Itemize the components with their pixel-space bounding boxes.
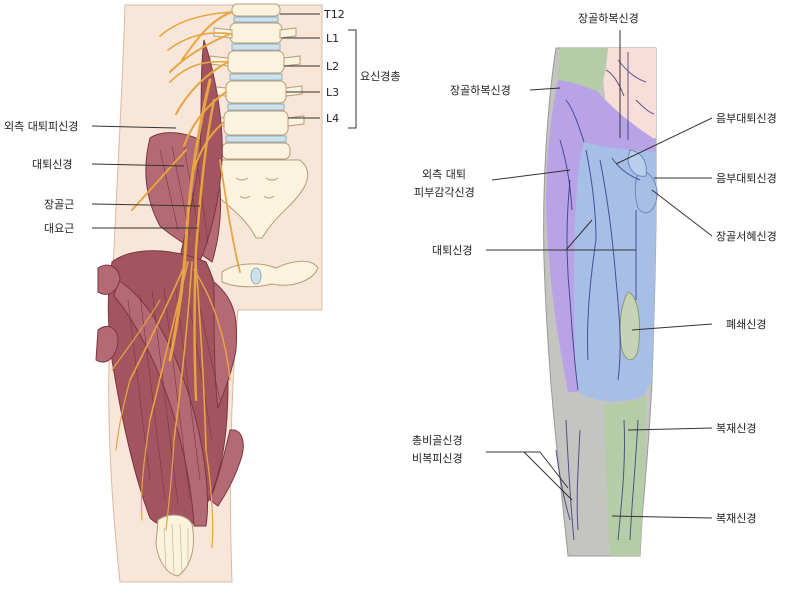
label-femoral-nerve-right: 대퇴신경 xyxy=(432,244,472,257)
label-l3: L3 xyxy=(326,86,339,99)
vertebra-l4 xyxy=(223,110,289,136)
pubic-symphysis xyxy=(250,267,262,285)
cutaneous-nerve-lines xyxy=(555,52,655,541)
vertebra-l3 xyxy=(225,80,287,104)
region-genitofemoral xyxy=(634,169,658,214)
sartorius-muscle xyxy=(113,279,209,527)
right-dermatome-panel: 장골하복신경 장골하복신경 외측 대퇴 피부감각신경 대퇴신경 총비골신경 비복… xyxy=(412,11,777,557)
region-obturator xyxy=(619,291,641,361)
label-genitofemoral-1: 음부대퇴신경 xyxy=(716,112,777,125)
label-obturator: 폐쇄신경 xyxy=(726,318,766,331)
region-green-top xyxy=(558,48,608,92)
left-anatomy-panel: T12 L1 L2 L3 L4 요신경총 외측 대퇴피신경 대퇴신경 장골근 대… xyxy=(4,3,400,583)
label-sural-cutaneous: 비복피신경 xyxy=(412,452,463,465)
label-saphenous-2: 복재신경 xyxy=(716,512,756,525)
label-iliohypogastric-left: 장골하복신경 xyxy=(450,83,511,97)
label-iliacus: 장골근 xyxy=(44,198,74,211)
label-psoas-major: 대요근 xyxy=(44,222,74,235)
vertebra-l5 xyxy=(221,142,291,160)
region-purple xyxy=(546,80,656,392)
disc xyxy=(225,135,287,143)
label-lateral-femoral-2: 피부감각신경 xyxy=(414,186,475,199)
label-lateral-femoral-1: 외측 대퇴 xyxy=(422,168,466,181)
adductor-muscle xyxy=(213,280,238,409)
pubis-hip-joint xyxy=(221,260,319,288)
label-ilioinguinal: 장골서혜신경 xyxy=(716,230,777,243)
knee-side-muscle xyxy=(95,326,119,363)
label-l1: L1 xyxy=(326,32,339,45)
patellar-tendon-lines xyxy=(163,523,189,575)
disc xyxy=(227,103,285,111)
region-saphenous-green xyxy=(604,396,646,556)
disc xyxy=(229,73,283,81)
label-lateral-femoral-cutaneous: 외측 대퇴피신경 xyxy=(4,120,78,133)
vertebra-l2 xyxy=(227,50,285,74)
label-iliohypogastric-top: 장골하복신경 xyxy=(578,11,639,25)
right-leader-lines xyxy=(486,30,713,519)
gracilis-tendon xyxy=(209,429,244,507)
muscle-fibres xyxy=(127,145,221,506)
label-lumbar-plexus: 요신경총 xyxy=(360,70,400,83)
disc xyxy=(233,16,279,23)
vertebra-l1 xyxy=(229,22,283,44)
label-t12: T12 xyxy=(323,8,345,21)
left-leader-lines xyxy=(91,13,357,229)
label-genitofemoral-2: 음부대퇴신경 xyxy=(716,172,777,185)
sacrum-foramina xyxy=(235,177,279,199)
label-saphenous-1: 복재신경 xyxy=(716,422,756,435)
label-l2: L2 xyxy=(326,60,339,73)
label-l4: L4 xyxy=(326,112,339,125)
tensor-fasciae-muscle xyxy=(97,264,121,295)
label-common-peroneal: 총비골신경 xyxy=(412,434,463,447)
disc xyxy=(231,43,281,51)
vertebra-t12 xyxy=(231,3,281,17)
label-femoral-nerve: 대퇴신경 xyxy=(32,158,72,171)
